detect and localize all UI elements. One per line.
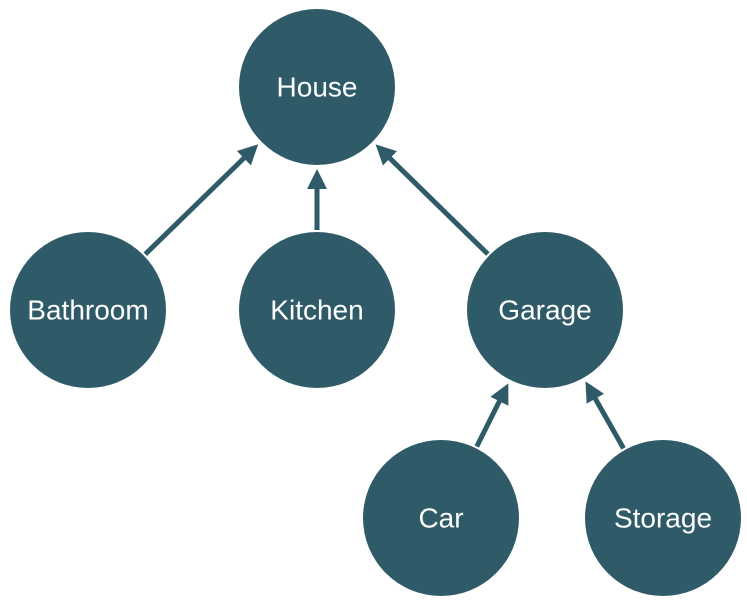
edge-kitchen-to-house [307, 169, 327, 230]
node-label: Storage [614, 503, 712, 534]
node-circle [467, 232, 623, 388]
node-label: House [277, 72, 358, 103]
node-circle [585, 440, 741, 596]
node-circle [239, 9, 395, 165]
arrowhead-icon [375, 144, 397, 166]
node-label: Car [418, 503, 463, 534]
edge-line [143, 154, 248, 256]
edge-line [386, 155, 490, 256]
node-car: Car [363, 440, 519, 596]
edge-line [592, 395, 626, 450]
node-label: Bathroom [27, 295, 148, 326]
arrowhead-icon [236, 144, 259, 166]
node-circle [239, 232, 395, 388]
node-bathroom: Bathroom [10, 232, 166, 388]
node-circle [10, 232, 166, 388]
edge-car-to-garage [474, 383, 509, 448]
node-storage: Storage [585, 440, 741, 596]
node-house: House [239, 9, 395, 165]
node-label: Garage [498, 295, 591, 326]
edge-line [474, 398, 503, 448]
node-kitchen: Kitchen [239, 232, 395, 388]
edge-garage-to-house [375, 144, 490, 256]
edge-bathroom-to-house [143, 144, 259, 256]
arrowhead-icon [585, 381, 605, 404]
arrowhead-icon [307, 169, 327, 189]
edge-storage-to-garage [585, 381, 626, 450]
arrowhead-icon [490, 383, 509, 406]
node-circle [363, 440, 519, 596]
node-label: Kitchen [270, 295, 363, 326]
node-garage: Garage [467, 232, 623, 388]
